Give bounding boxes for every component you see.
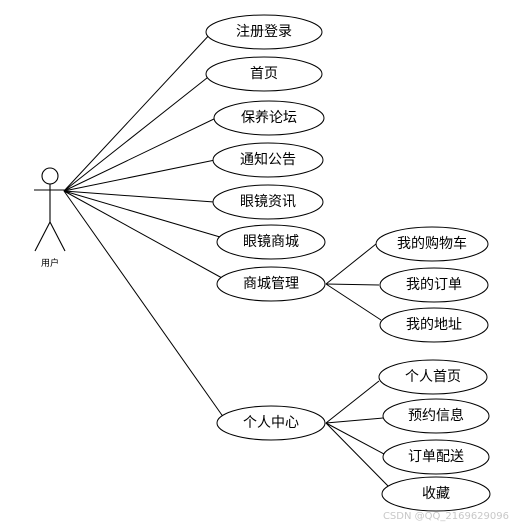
assoc-register-login [63, 31, 213, 192]
assoc-personal-center [63, 190, 225, 419]
use-case-ellipse [212, 184, 324, 220]
use-case-maintenance-forum: 保养论坛 [213, 100, 325, 136]
use-case-favorites: 收藏 [381, 476, 491, 512]
use-case-my-address: 我的地址 [379, 307, 489, 343]
use-case-label: 商城管理 [243, 276, 299, 292]
use-case-mall-management: 商城管理 [216, 266, 326, 302]
use-case-ellipse [212, 142, 324, 178]
use-case-ellipse [205, 14, 323, 50]
use-case-ellipse [379, 267, 489, 303]
use-case-label: 收藏 [422, 486, 450, 502]
use-case-booking-info: 预约信息 [382, 398, 490, 434]
actor-head [41, 167, 59, 185]
use-case-ellipse [216, 405, 326, 441]
use-case-ellipse [381, 476, 491, 512]
use-case-ellipse [213, 100, 325, 136]
use-case-glasses-mall: 眼镜商城 [216, 224, 326, 260]
assoc-my-orders [325, 283, 380, 286]
use-case-my-orders: 我的订单 [379, 267, 489, 303]
assoc-order-delivery [325, 422, 385, 455]
use-case-personal-home: 个人首页 [378, 359, 488, 395]
assoc-announcements [63, 159, 216, 192]
use-case-ellipse [216, 266, 326, 302]
use-case-ellipse [378, 359, 488, 395]
use-case-personal-center: 个人中心 [216, 405, 326, 441]
use-case-label: 预约信息 [408, 407, 464, 424]
use-case-label: 我的订单 [406, 277, 462, 293]
assoc-favorites [325, 422, 391, 489]
use-case-label: 个人中心 [243, 415, 299, 431]
assoc-personal-home [325, 380, 380, 424]
assoc-mall-management [63, 190, 223, 279]
assoc-booking-info [325, 417, 384, 424]
use-case-ellipse [382, 398, 490, 434]
actor-user: 用户 [34, 167, 66, 269]
use-case-label: 眼镜商城 [243, 234, 299, 250]
actor-label: 用户 [41, 257, 59, 269]
associations [63, 31, 391, 489]
actor-left-leg [34, 221, 51, 252]
use-case-label: 我的购物车 [397, 235, 467, 252]
use-case-announcements: 通知公告 [212, 142, 324, 178]
assoc-home [63, 73, 213, 192]
use-case-label: 订单配送 [408, 449, 464, 465]
use-case-label: 个人首页 [405, 369, 461, 385]
use-case-order-delivery: 订单配送 [382, 439, 490, 475]
use-case-glasses-info: 眼镜资讯 [212, 184, 324, 220]
use-case-label: 通知公告 [240, 151, 296, 168]
assoc-my-address [325, 283, 382, 321]
use-case-my-cart: 我的购物车 [375, 226, 489, 262]
use-case-ellipse [379, 307, 489, 343]
use-case-label: 保养论坛 [241, 110, 297, 126]
use-case-ellipse [205, 56, 323, 92]
watermark: CSDN @QQ_2169629096 [383, 511, 509, 522]
assoc-maintenance-forum [63, 117, 217, 192]
assoc-glasses-info [63, 190, 215, 203]
use-case-ellipse [216, 224, 326, 260]
use-case-label: 眼镜资讯 [240, 194, 296, 210]
assoc-my-cart [325, 243, 377, 285]
actor-right-leg [49, 221, 66, 252]
assoc-glasses-mall [63, 190, 221, 238]
use-case-label: 注册登录 [236, 24, 292, 40]
use-case-label: 我的地址 [406, 317, 462, 333]
use-case-ellipse [375, 226, 489, 262]
use-case-ellipse [382, 439, 490, 475]
use-case-label: 首页 [250, 66, 278, 82]
use-case-home: 首页 [205, 56, 323, 92]
use-case-register-login: 注册登录 [205, 14, 323, 50]
